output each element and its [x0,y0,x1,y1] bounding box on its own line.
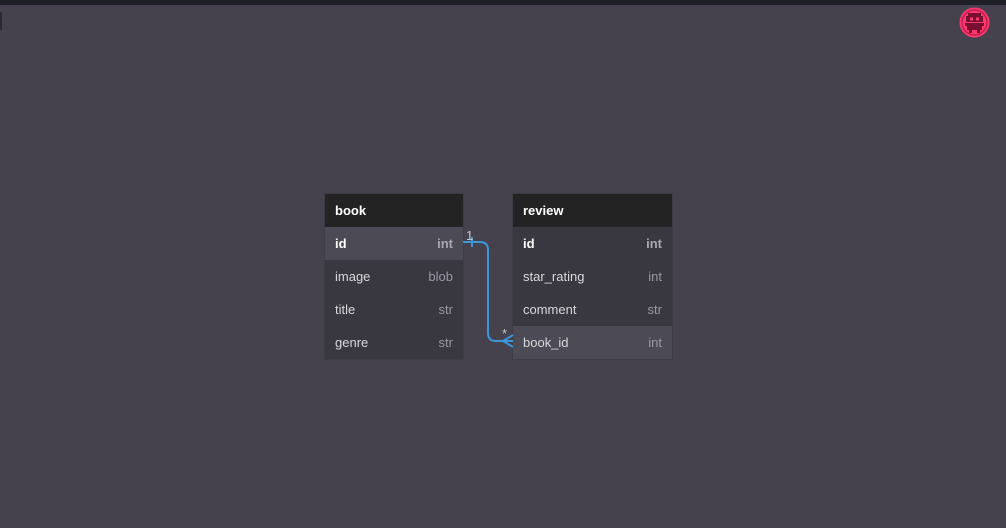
table-row[interactable]: star_rating int [513,260,672,293]
table-row[interactable]: genre str [325,326,463,359]
column-name: book_id [523,335,569,350]
column-type: str [438,335,453,350]
cardinality-one-label: 1 [466,228,474,243]
table-row[interactable]: book_id int [513,326,672,359]
column-type: str [438,302,453,317]
column-name: image [335,269,371,284]
table-row[interactable]: comment str [513,293,672,326]
app-logo-icon[interactable] [958,6,991,39]
cardinality-many-label: * [502,326,508,341]
table-row[interactable]: id int [325,227,463,260]
column-name: comment [523,302,577,317]
top-bar [0,0,1006,5]
table-header-book[interactable]: book [325,194,463,227]
table-row[interactable]: id int [513,227,672,260]
column-name: id [335,236,347,251]
column-type: int [437,236,453,251]
table-row[interactable]: image blob [325,260,463,293]
column-name: star_rating [523,269,585,284]
column-type: int [646,236,662,251]
column-name: title [335,302,356,317]
column-type: int [648,335,662,350]
column-name: id [523,236,535,251]
column-name: genre [335,335,369,350]
table-header-review[interactable]: review [513,194,672,227]
column-type: blob [428,269,453,284]
table-row[interactable]: title str [325,293,463,326]
table-review[interactable]: review id int star_rating int comment st… [513,194,672,359]
column-type: str [647,302,662,317]
column-type: int [648,269,662,284]
table-book[interactable]: book id int image blob title str genre s… [325,194,463,359]
sidebar-toggle-handle[interactable] [0,12,2,30]
